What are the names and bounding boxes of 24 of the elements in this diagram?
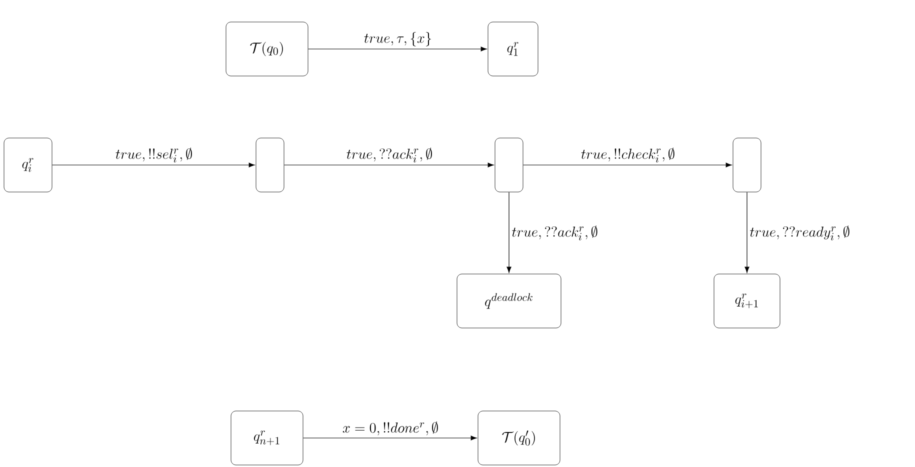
edge-label: $true, ??ack_i^r, \emptyset$ — [510, 224, 600, 242]
state-box: $q_1^r$ — [488, 22, 538, 76]
state-box: $q_i^r$ — [4, 138, 52, 192]
edge-label: $x=0, !!done^r, \emptyset$ — [340, 420, 440, 437]
state-box: $q^{deadlock}$ — [456, 274, 562, 328]
edge-label: $true, !!sel_i^r, \emptyset$ — [114, 146, 194, 164]
state-box: $q_{n+1}^r$ — [230, 410, 304, 466]
edge-label: $true, \tau, \{x\}$ — [362, 30, 434, 48]
arrow — [302, 436, 477, 440]
state-box: $q_{i+1}^r$ — [714, 274, 780, 328]
edge-label: $true, !!check_i^r, \emptyset$ — [579, 146, 677, 164]
arrow — [52, 162, 255, 168]
arrow — [522, 162, 732, 168]
edge-label: $true, ??ready_i^r, \emptyset$ — [748, 224, 852, 242]
state-box: $\mathcal{T}(q_0')$ — [478, 410, 560, 466]
state-box: $\mathcal{T}(q_0)$ — [226, 22, 308, 76]
arrow — [284, 162, 494, 168]
edge-label: $true, ??ack_i^r, \emptyset$ — [344, 146, 434, 164]
arrow — [506, 192, 512, 273]
arrow — [744, 192, 750, 273]
state-box — [732, 138, 762, 192]
arrow — [308, 46, 487, 52]
state-box — [256, 138, 284, 192]
state-box — [494, 138, 524, 192]
